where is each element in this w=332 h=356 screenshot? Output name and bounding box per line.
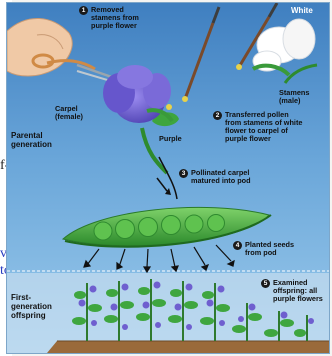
step-2-number: 2 bbox=[213, 111, 222, 120]
stamens-label: Stamens (male) bbox=[279, 89, 309, 105]
white-flower-label: White bbox=[291, 7, 313, 15]
parental-generation-label: Parental generation bbox=[11, 131, 52, 149]
step-4-text: Planted seeds from pod bbox=[245, 241, 294, 257]
step-3-text: Pollinated carpel matured into pod bbox=[191, 169, 251, 185]
step-5-label: 5 Examined offspring: all purple flowers bbox=[261, 279, 323, 303]
purple-flower-label: Purple bbox=[159, 135, 182, 143]
step-2-text: Transferred pollen from stamens of white… bbox=[225, 111, 302, 143]
step-3-label: 3 Pollinated carpel matured into pod bbox=[179, 169, 251, 185]
step-3-number: 3 bbox=[179, 169, 188, 178]
step-5-number: 5 bbox=[261, 279, 270, 288]
step-4-number: 4 bbox=[233, 241, 242, 250]
step-1-number: 1 bbox=[79, 6, 88, 15]
step-5-text: Examined offspring: all purple flowers bbox=[273, 279, 323, 303]
step-4-label: 4 Planted seeds from pod bbox=[233, 241, 294, 257]
carpel-label: Carpel (female) bbox=[55, 105, 83, 121]
mendel-experiment-diagram: 1 Removed stamens from purple flower Whi… bbox=[6, 2, 330, 354]
step-2-label: 2 Transferred pollen from stamens of whi… bbox=[213, 111, 302, 143]
step-1-text: Removed stamens from purple flower bbox=[91, 6, 139, 30]
step-1-label: 1 Removed stamens from purple flower bbox=[79, 6, 139, 30]
soil bbox=[47, 341, 329, 353]
first-generation-label: First- generation offspring bbox=[11, 293, 52, 320]
